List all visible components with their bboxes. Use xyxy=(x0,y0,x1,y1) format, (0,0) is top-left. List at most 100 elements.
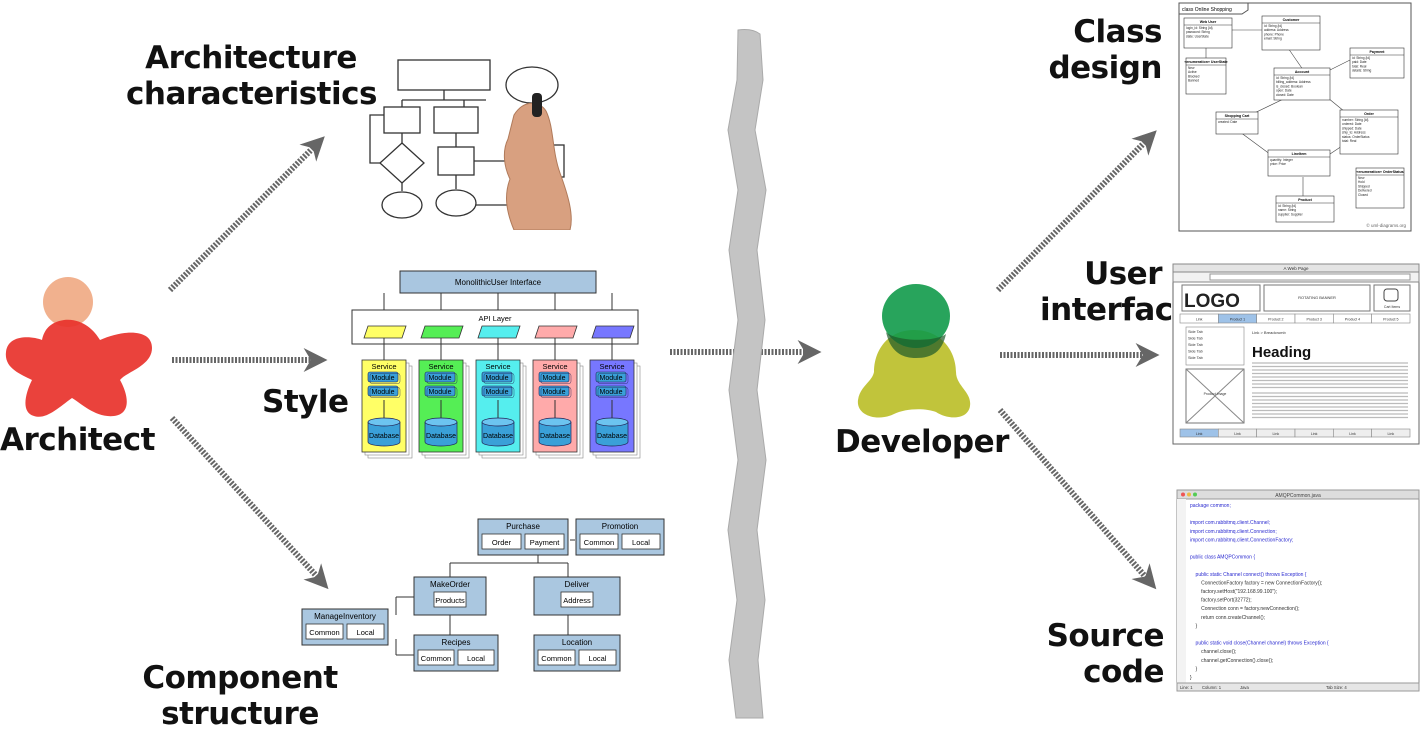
component-structure-label: Component structure xyxy=(120,660,360,732)
svg-text:New: New xyxy=(1358,176,1365,180)
developer-body xyxy=(857,330,971,418)
svg-text:Products: Products xyxy=(435,596,465,605)
class-diagram: class Online Shopping Web Userlogin_id: … xyxy=(1178,2,1412,232)
svg-text:id: String {id}: id: String {id} xyxy=(1264,24,1282,28)
code-line: import com.rabbitmq.client.Channel; xyxy=(1190,520,1270,526)
svg-text:state: UserState: state: UserState xyxy=(1186,34,1209,38)
code-line: public static Channel connect() throws E… xyxy=(1190,572,1307,578)
component-item xyxy=(621,533,661,550)
svg-text:Product 4: Product 4 xyxy=(1345,318,1360,322)
architecture-characteristics-line-2: characteristics xyxy=(126,76,377,112)
component-item xyxy=(433,591,467,608)
svg-text:phone: Phone: phone: Phone xyxy=(1264,32,1284,36)
code-line: channel.close(); xyxy=(1190,649,1236,655)
code-line: } xyxy=(1190,675,1192,681)
code-status-item: Tab Size: 4 xyxy=(1326,685,1347,690)
ui-footer-link xyxy=(1371,428,1411,438)
database-text: Database xyxy=(597,433,627,440)
svg-text:Account: Account xyxy=(1295,70,1310,74)
svg-text:Customer: Customer xyxy=(1283,18,1300,22)
code-line: ConnectionFactory factory = new Connecti… xyxy=(1190,580,1322,586)
code-line: import com.rabbitmq.client.Connection; xyxy=(1190,529,1277,535)
component-title: Promotion xyxy=(602,522,638,531)
module-text: Module xyxy=(486,375,509,382)
service-text: Service xyxy=(371,362,396,371)
svg-text:email: String: email: String xyxy=(1264,37,1282,41)
arrow-to-architecture-characteristics xyxy=(167,136,325,293)
architect-figure xyxy=(5,277,152,417)
code-line: public class AMQPCommon { xyxy=(1190,555,1255,561)
svg-text:Shopping Cart: Shopping Cart xyxy=(1225,114,1251,118)
database-cylinder xyxy=(595,422,629,447)
svg-text:Local: Local xyxy=(632,538,650,547)
svg-text:billing_address: Address: billing_address: Address xyxy=(1276,80,1311,84)
svg-text:address: Address: address: Address xyxy=(1264,28,1289,32)
svg-text:status: OrderStatus: status: OrderStatus xyxy=(1342,135,1370,139)
code-status-item: Column: 1 xyxy=(1202,685,1222,690)
code-line: public static void close(Channel channel… xyxy=(1190,641,1329,647)
svg-text:Link: Link xyxy=(1273,432,1280,436)
class-footer: © uml-diagrams.org xyxy=(1366,222,1406,228)
ui-window-title: A Web Page xyxy=(1284,266,1309,271)
developer-label: Developer xyxy=(835,424,1009,460)
component-title: Location xyxy=(562,638,592,647)
code-line: } xyxy=(1190,666,1198,672)
svg-text:id: String {id}: id: String {id} xyxy=(1352,56,1370,60)
database-cylinder xyxy=(538,422,572,447)
user-interface-label: User interface xyxy=(1040,256,1194,328)
service-text: Service xyxy=(428,362,453,371)
svg-text:shipped: Date: shipped: Date xyxy=(1342,126,1362,130)
module-text: Module xyxy=(372,389,395,396)
api-slot xyxy=(591,325,635,339)
ui-heading: Heading xyxy=(1252,344,1311,361)
svg-text:New: New xyxy=(1188,66,1195,70)
svg-text:Common: Common xyxy=(541,654,571,663)
svg-text:Blocked: Blocked xyxy=(1188,74,1200,78)
component-structure-line-2: structure xyxy=(161,696,319,732)
ui-image-label: Product Image xyxy=(1204,392,1227,396)
svg-text:id: String {id}: id: String {id} xyxy=(1278,204,1296,208)
class-orderstatus: «enumeration» OrderStatusNewHoldShippedD… xyxy=(1355,167,1405,209)
database-text: Database xyxy=(369,433,399,440)
svg-text:id: String {id}: id: String {id} xyxy=(1276,76,1294,80)
svg-text:«enumeration» OrderStatus: «enumeration» OrderStatus xyxy=(1356,170,1403,174)
svg-text:Local: Local xyxy=(589,654,607,663)
api-slot xyxy=(363,325,407,339)
code-line: factory.setHost("192.168.99.100"); xyxy=(1190,589,1277,595)
api-layer-text: API Layer xyxy=(479,314,512,323)
svg-text:Web User: Web User xyxy=(1200,20,1217,24)
ui-mockup: A Web Page LOGO ROTATING BANNER Cart Ite… xyxy=(1172,263,1420,445)
svg-text:total: Real: total: Real xyxy=(1342,139,1357,143)
module-box xyxy=(481,371,513,383)
source-code-label: Source code xyxy=(1040,618,1165,690)
svg-text:Local: Local xyxy=(357,628,375,637)
source-code-line-1: Source xyxy=(1046,618,1165,654)
ui-cart-text: Cart Items xyxy=(1384,305,1400,309)
module-box xyxy=(424,371,456,383)
code-line: import com.rabbitmq.client.ConnectionFac… xyxy=(1190,537,1293,543)
svg-text:Order: Order xyxy=(492,538,512,547)
code-window: AMQPCommon.java package common;import co… xyxy=(1176,489,1420,692)
api-slot xyxy=(534,325,578,339)
svg-text:Product: Product xyxy=(1298,198,1312,202)
svg-text:ordered: Date: ordered: Date xyxy=(1342,122,1362,126)
svg-text:Common: Common xyxy=(584,538,614,547)
user-interface-line-2: interface xyxy=(1040,292,1194,328)
code-window-title: AMQPCommon.java xyxy=(1275,493,1321,499)
arrow-to-class-design xyxy=(995,130,1157,293)
database-cylinder xyxy=(367,422,401,447)
svg-text:Closed: Closed xyxy=(1358,193,1368,197)
svg-text:created: Date: created: Date xyxy=(1218,120,1237,124)
service-text: Service xyxy=(542,362,567,371)
component-title: Recipes xyxy=(442,638,471,647)
